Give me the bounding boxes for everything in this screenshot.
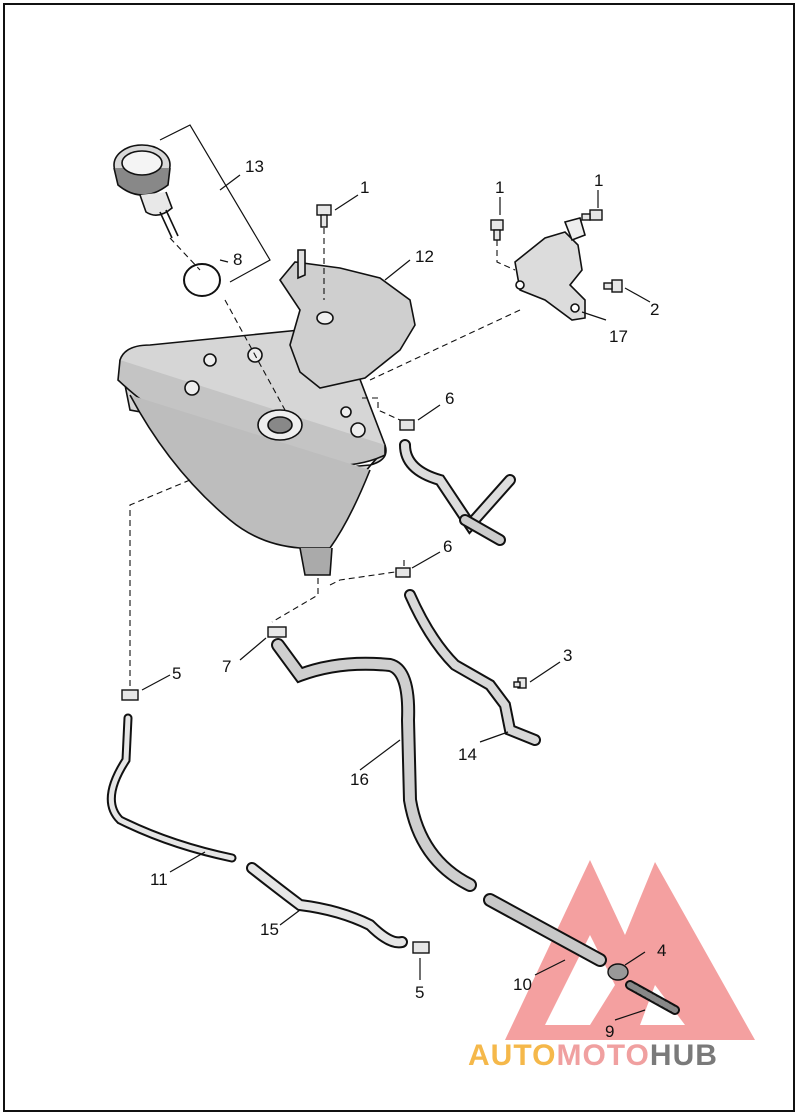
callout-1-left: 1 xyxy=(360,178,369,197)
watermark-text: AUTOMOTOHUB xyxy=(468,1039,718,1072)
callout-3: 3 xyxy=(563,646,572,665)
assembly-lines xyxy=(129,228,521,690)
callout-10: 10 xyxy=(513,975,532,994)
watermark-moto: MOTO xyxy=(556,1039,649,1072)
watermark-logo xyxy=(505,860,755,1040)
leader-lines xyxy=(141,124,651,1021)
callout-11: 11 xyxy=(150,870,168,889)
callout-9: 9 xyxy=(605,1022,614,1041)
callout-5-upper: 5 xyxy=(172,664,181,683)
callout-15: 15 xyxy=(260,920,279,939)
watermark-hub: HUB xyxy=(650,1039,718,1072)
callout-7: 7 xyxy=(222,657,231,676)
callout-1-mid: 1 xyxy=(495,178,504,197)
hose-clamps xyxy=(121,419,629,981)
o-ring xyxy=(183,263,221,297)
reservoir-cover xyxy=(279,249,416,389)
callout-5-lower: 5 xyxy=(415,983,424,1002)
callout-17: 17 xyxy=(609,327,628,346)
watermark-auto: AUTO xyxy=(468,1039,556,1072)
callout-2: 2 xyxy=(650,300,659,319)
callout-8: 8 xyxy=(233,250,242,269)
callout-6-upper: 6 xyxy=(445,389,454,408)
callout-16: 16 xyxy=(350,770,369,789)
bolts xyxy=(316,204,623,689)
callout-12: 12 xyxy=(415,247,434,266)
callout-6-lower: 6 xyxy=(443,537,452,556)
callout-labels: 13 8 1 1 1 12 2 17 6 6 7 3 5 14 16 11 15… xyxy=(150,157,666,1041)
hoses xyxy=(106,439,680,1015)
callout-4: 4 xyxy=(657,941,666,960)
callout-14: 14 xyxy=(458,745,477,764)
mounting-bracket xyxy=(514,217,586,321)
diagram-border xyxy=(3,3,795,1112)
callout-13: 13 xyxy=(245,157,264,176)
filler-cap xyxy=(113,144,179,239)
callout-1-right: 1 xyxy=(594,171,603,190)
